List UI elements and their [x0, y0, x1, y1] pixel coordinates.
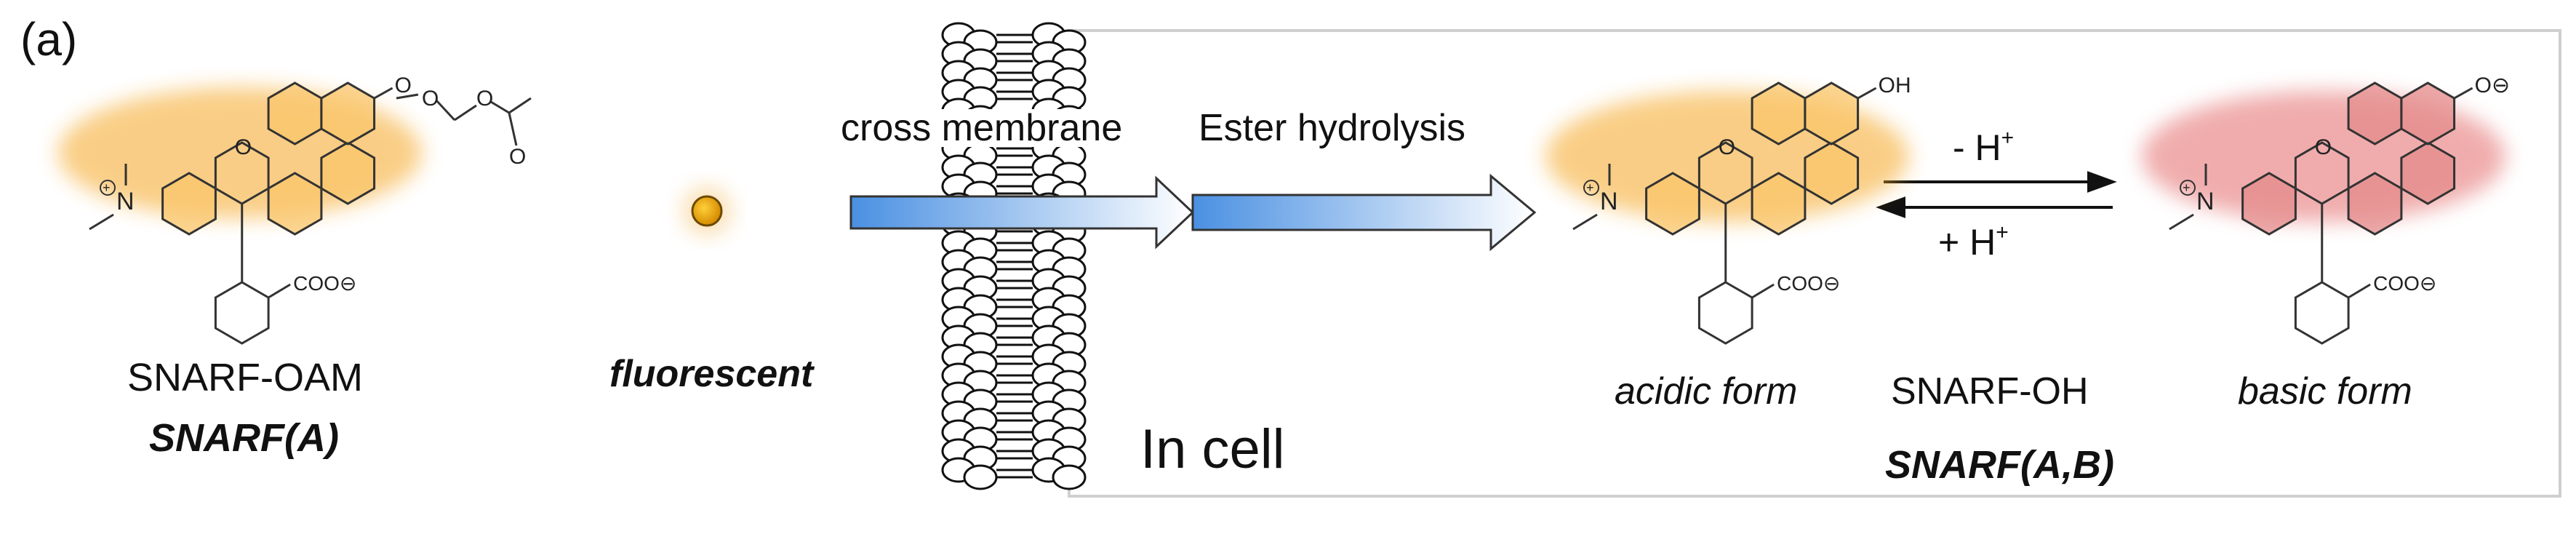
ester-hydrolysis-arrow	[1191, 173, 1537, 252]
svg-text:O: O	[2315, 135, 2332, 159]
lipid-head	[963, 464, 998, 490]
svg-text:O: O	[235, 135, 252, 159]
center-label: SNARF(A,B)	[1885, 443, 2114, 487]
left-molecule-label: SNARF(A)	[149, 416, 339, 460]
cross-membrane-label: cross membrane	[836, 109, 1127, 147]
forward-reaction-label: - H+	[1953, 126, 2015, 168]
acidic-form-label: acidic form	[1615, 370, 1798, 413]
svg-text:N: N	[116, 188, 135, 215]
equilibrium-arrows	[1876, 171, 2117, 218]
lipid-head	[1052, 464, 1087, 490]
svg-text:+: +	[1586, 180, 1594, 195]
left-molecule-name: SNARF-OAM	[127, 356, 363, 399]
svg-text:N: N	[2196, 188, 2215, 215]
oam-o3: O	[509, 145, 526, 169]
center-name: SNARF-OH	[1891, 370, 2089, 413]
in-cell-label: In cell	[1140, 418, 1285, 480]
substituent-label: O	[395, 73, 412, 97]
panel-label: (a)	[20, 13, 78, 65]
svg-text:+: +	[2183, 180, 2191, 195]
left-molecule: O N + COO⊖ O	[89, 73, 412, 345]
substituent-label: O⊖	[2475, 73, 2510, 97]
oam-o1: O	[422, 87, 439, 111]
carboxylate-label: COO⊖	[293, 272, 356, 295]
cross-membrane-arrow	[849, 175, 1195, 250]
membrane	[941, 22, 1087, 490]
basic-molecule: O N + COO⊖ O⊖	[2169, 73, 2510, 345]
basic-form-label: basic form	[2238, 370, 2412, 413]
acidic-molecule: O N + COO⊖ OH	[1572, 73, 1911, 345]
carboxylate-label: COO⊖	[1777, 272, 1840, 295]
reverse-reaction-label: + H+	[1938, 220, 2009, 263]
substituent-label: OH	[1879, 73, 1911, 97]
svg-text:+: +	[103, 180, 111, 195]
fluorescent-label: fluorescent	[609, 353, 814, 395]
fluorescent-dot	[691, 195, 723, 227]
svg-text:N: N	[1600, 188, 1618, 215]
svg-text:O: O	[1719, 135, 1735, 159]
acetoxymethyl-ester	[396, 93, 532, 146]
carboxylate-label: COO⊖	[2373, 272, 2436, 295]
oam-o2: O	[476, 87, 493, 111]
ester-hydrolysis-label: Ester hydrolysis	[1199, 107, 1465, 149]
